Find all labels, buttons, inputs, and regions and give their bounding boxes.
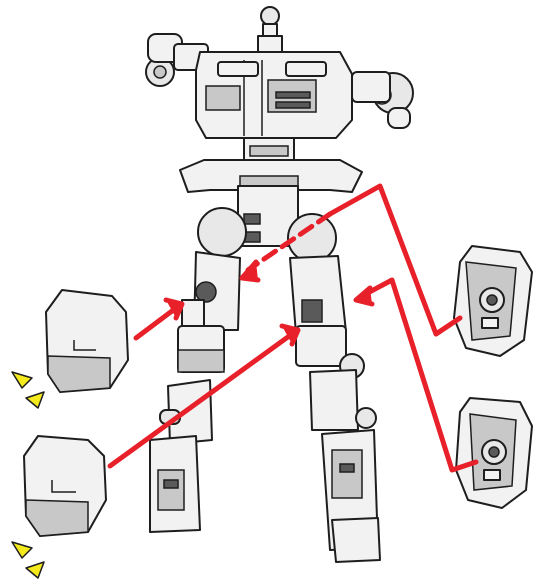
arrow-right-icon: [107, 323, 301, 469]
front-leg-armor-upper: [45, 289, 129, 393]
arrow-right-icon: [133, 297, 185, 341]
left-leg: [149, 251, 241, 533]
torso: [195, 51, 353, 173]
snap-burst-icon: [11, 541, 45, 579]
rear-leg-armor-lower: [455, 397, 533, 509]
right-shoulder: [351, 71, 414, 129]
front-leg-armor-lower: [23, 435, 107, 537]
robot-inner-frame: [145, 6, 414, 563]
assembly-arrows: [107, 183, 479, 473]
arrow-right-icon: [353, 277, 479, 473]
left-hip-ball: [197, 207, 247, 257]
arrow-right-icon: [239, 183, 463, 337]
right-leg: [289, 255, 381, 563]
rear-leg-armor-upper: [453, 245, 533, 357]
head-post: [257, 6, 283, 53]
snap-burst-icon: [11, 371, 45, 409]
